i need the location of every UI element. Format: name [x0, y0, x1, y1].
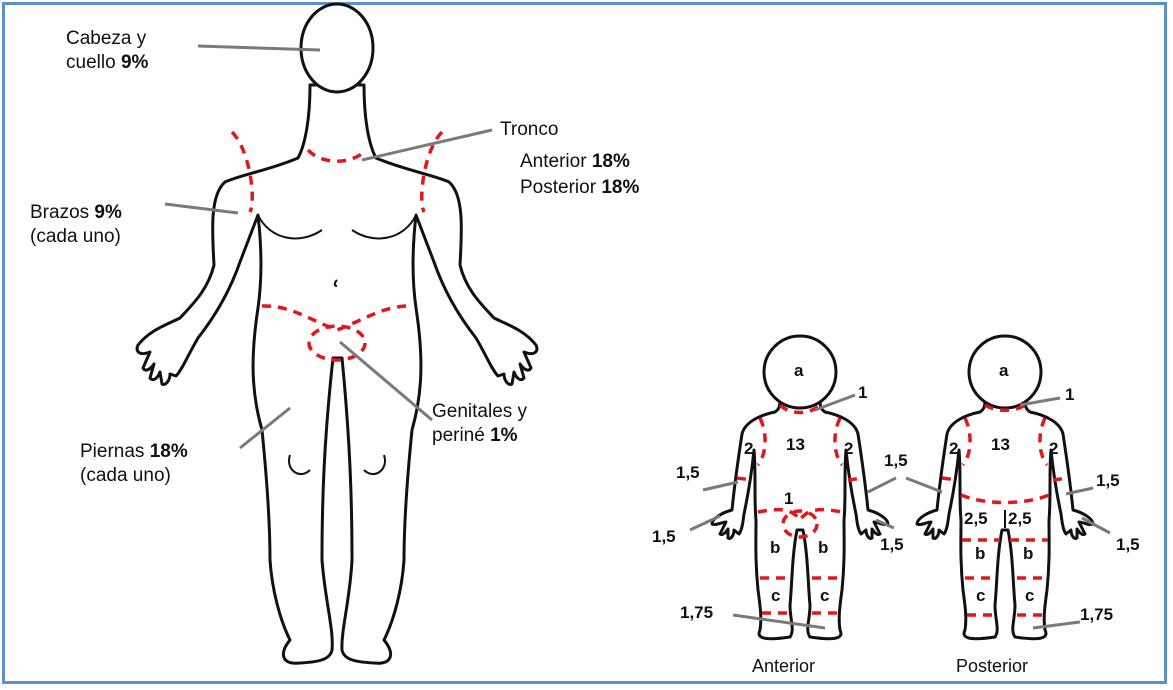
child-post-buttock-left-label: 2,5: [964, 510, 988, 528]
head-label: Cabeza y cuello 9%: [66, 27, 148, 75]
child-post-hand-r-leader: [1082, 518, 1110, 533]
trunk-leader: [362, 130, 492, 160]
child-posterior-figure: [906, 336, 1110, 639]
child-anterior-caption: Anterior: [752, 656, 815, 677]
child-post-buttock-right-label: 2,5: [1008, 510, 1032, 528]
child-post-shin-right-label: c: [1025, 587, 1034, 605]
child-ant-hand-right-label: 1,5: [880, 536, 904, 554]
child-ant-trunk-label: 13: [786, 436, 805, 454]
child-anterior-figure: [690, 336, 896, 639]
child-post-thigh-left-label: b: [975, 545, 985, 563]
child-ant-shin-left-label: c: [771, 587, 780, 605]
legs-label: Piernas 18% (cada uno): [80, 440, 188, 488]
child-post-upperarm-right-label: 2: [1049, 440, 1058, 458]
adult-body-outline: [137, 85, 537, 663]
child-posterior-caption: Posterior: [956, 656, 1028, 677]
child-ant-thigh-right-label: b: [818, 539, 828, 557]
child-ant-shin-right-label: c: [820, 587, 829, 605]
child-ant-forearm-r-leader: [868, 478, 896, 492]
adult-figure: [137, 4, 537, 663]
child-ant-thigh-left-label: b: [770, 539, 780, 557]
child-ant-neck-label: 1: [858, 384, 867, 402]
child-post-upperarm-left-label: 2: [949, 440, 958, 458]
child-post-forearm-leader: [906, 478, 942, 492]
child-post-feet-label: 1,75: [1080, 606, 1113, 624]
child-ant-forearm-leader: [703, 482, 738, 490]
child-ant-upperarm-left-label: 2: [744, 440, 753, 458]
child-ant-head-label: a: [794, 362, 803, 380]
child-ant-upperarm-right-label: 2: [844, 440, 853, 458]
trunk-anterior-label: Anterior 18%: [520, 150, 630, 174]
trunk-label: Tronco: [500, 118, 558, 142]
child-post-thigh-right-label: b: [1023, 545, 1033, 563]
child-post-shin-left-label: c: [976, 587, 985, 605]
trunk-posterior-label: Posterior 18%: [520, 176, 639, 200]
child-ant-genital-label: 1: [784, 490, 793, 508]
child-post-trunk-label: 13: [991, 436, 1010, 454]
child-post-forearm-right-label: 1,5: [1096, 472, 1120, 490]
arms-label: Brazos 9% (cada uno): [30, 201, 122, 249]
child-ant-forearm-right-label: 1,5: [884, 452, 908, 470]
adult-head: [301, 4, 373, 92]
child-post-hand-right-label: 1,5: [1116, 536, 1140, 554]
child-ant-forearm-left-label: 1,5: [676, 464, 700, 482]
child-ant-hand-left-label: 1,5: [652, 528, 676, 546]
child-post-neck-label: 1: [1065, 386, 1074, 404]
child-ant-feet-label: 1,75: [680, 604, 713, 622]
genitals-label: Genitales y periné 1%: [432, 400, 527, 448]
child-post-head-label: a: [999, 362, 1008, 380]
